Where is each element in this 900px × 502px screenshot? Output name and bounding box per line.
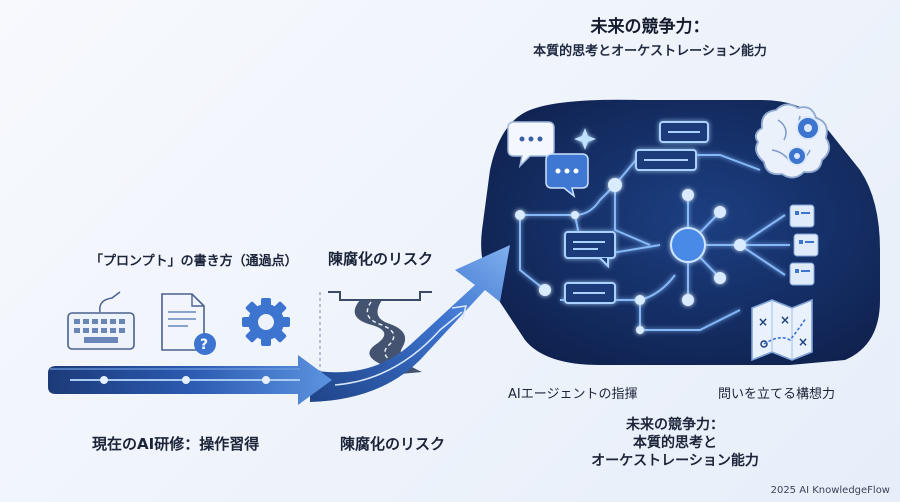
ai-agent-command-caption: AIエージェントの指揮 — [508, 387, 638, 402]
future-title-line-1: 未来の競争力： — [626, 417, 724, 433]
sparkle-icon — [574, 128, 596, 150]
chat-bubble-icon-inner-4 — [635, 149, 697, 171]
obsolescence-risk-caption-top: 陳腐化のリスク — [328, 250, 434, 268]
obsolescence-risk-caption-bottom: 陳腐化のリスク — [340, 435, 446, 453]
current-training-arrow — [48, 355, 332, 405]
page-subtitle: 本質的思考とオーケストレーション能力 — [533, 44, 767, 59]
chat-bubble-icon-inner-1 — [564, 231, 616, 269]
gear-icon — [242, 298, 290, 346]
current-training-caption: 現在のAI研修：操作習得 — [92, 435, 260, 453]
document-question-icon: ? — [161, 293, 216, 355]
brain-gears-icon — [754, 103, 831, 179]
svg-text:?: ? — [200, 337, 208, 353]
future-title-line-3: オーケストレーション能力 — [591, 453, 759, 469]
chat-bubble-icon-inner-3 — [659, 121, 709, 143]
question-framing-caption: 問いを立てる構想力 — [718, 387, 836, 402]
prompt-writing-caption: 「プロンプト」の書き方（通過点） — [90, 254, 298, 269]
growth-arrow — [310, 245, 510, 402]
chat-bubble-icon-inner-2 — [564, 282, 616, 304]
svg-text:×: × — [798, 335, 808, 349]
arrow-highlight-line — [334, 311, 463, 386]
document-list-icon — [789, 204, 819, 286]
future-title-line-2: 本質的思考と — [633, 435, 717, 451]
network-nodes — [515, 178, 746, 334]
svg-text:×: × — [780, 313, 790, 327]
keyboard-icon — [67, 291, 135, 350]
central-hub-node — [670, 227, 706, 263]
winding-road-icon — [328, 291, 432, 374]
svg-text:×: × — [758, 315, 768, 329]
page-title: 未来の競争力： — [590, 17, 710, 37]
chat-bubbles-icon — [507, 121, 589, 198]
strategy-map-icon: × × × — [751, 298, 813, 362]
footer-credit: 2025 AI KnowledgeFlow — [770, 485, 890, 496]
future-competitiveness-block: 未来の競争力： 本質的思考と オーケストレーション能力 — [560, 416, 790, 470]
